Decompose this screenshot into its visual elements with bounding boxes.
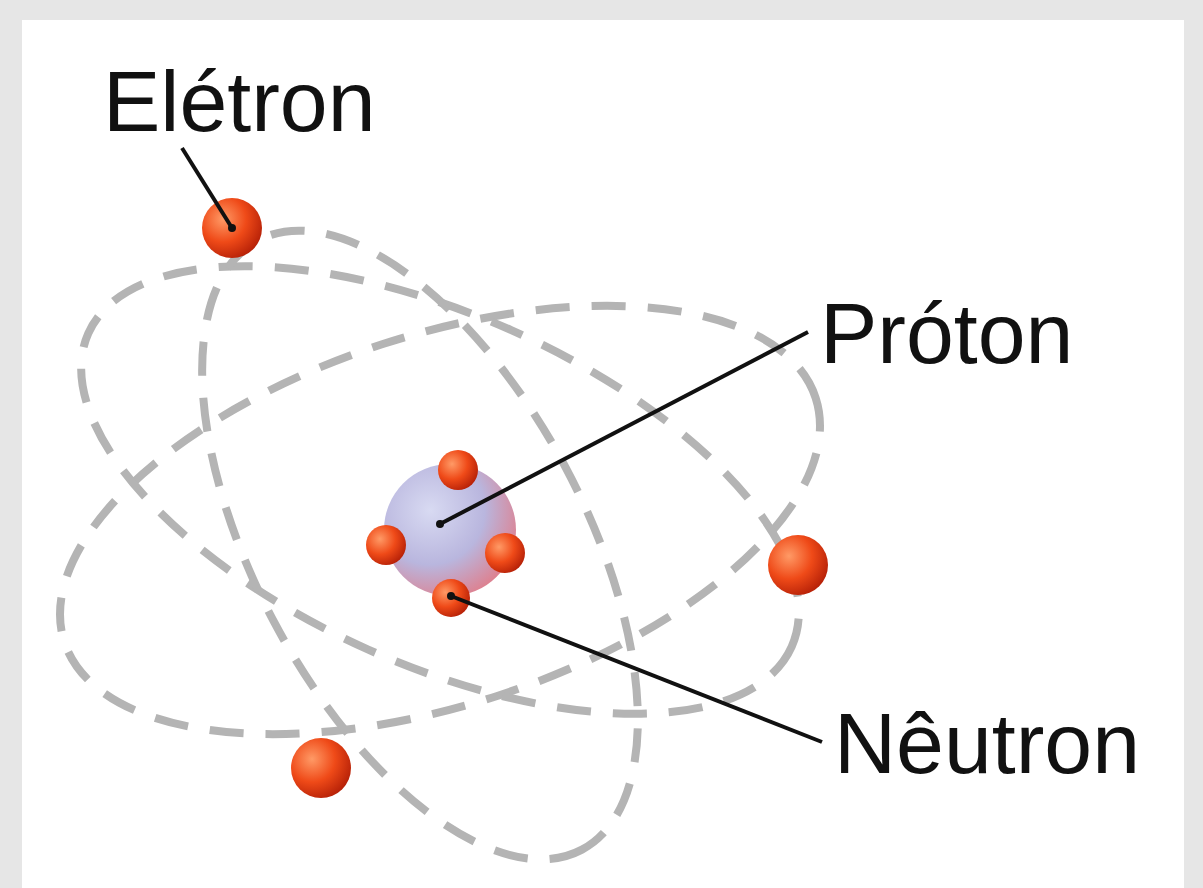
part-label: Próton (820, 290, 1073, 376)
orbits (7, 163, 873, 888)
part-label: Elétron (103, 58, 376, 144)
leader-lines (182, 148, 822, 742)
nucleons (366, 450, 525, 617)
electrons (202, 198, 828, 798)
part-label: Nêutron (834, 700, 1140, 786)
